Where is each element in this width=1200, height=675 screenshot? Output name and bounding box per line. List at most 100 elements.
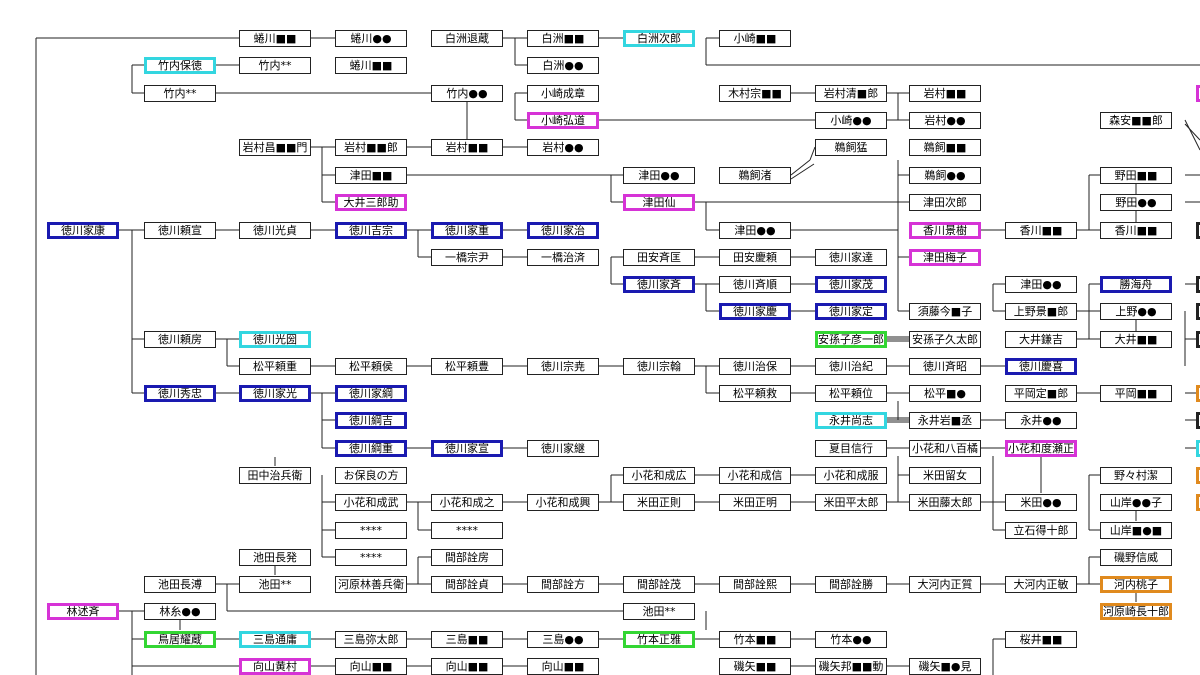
person-node: 津田●● (623, 166, 695, 184)
person-node: 間部詮茂 (623, 575, 695, 593)
person-node: 徳川家茂 (815, 275, 887, 293)
person-node: 徳川家達 (815, 248, 887, 266)
person-node: 徳川吉宗 (335, 221, 407, 239)
person-node: 徳川斉順 (719, 275, 791, 293)
person-node: 間部詮貞 (431, 575, 503, 593)
person-node: 香川■■ (1100, 221, 1172, 239)
offscreen-node-edge (1196, 384, 1200, 402)
person-node: 蜷川■■ (335, 56, 407, 74)
person-node: 津田梅子 (909, 248, 981, 266)
person-node: 松平頼豊 (431, 357, 503, 375)
person-node: 岩村清■郎 (815, 84, 887, 102)
person-node: 鵜飼■■ (909, 138, 981, 156)
person-node: 河原崎長十郎 (1100, 602, 1172, 620)
person-node: 小崎■■ (719, 29, 791, 47)
person-node: 林述斉 (47, 602, 119, 620)
offscreen-node-edge (1196, 411, 1200, 429)
person-node: 一橋宗尹 (431, 248, 503, 266)
person-node: 徳川宗尭 (527, 357, 599, 375)
person-node: 徳川秀忠 (144, 384, 216, 402)
connector-line (809, 146, 816, 161)
person-node: 勝海舟 (1100, 275, 1172, 293)
person-node: 上野景■郎 (1005, 302, 1077, 320)
person-node: 大河内正敏 (1005, 575, 1077, 593)
person-node: 徳川家光 (239, 384, 311, 402)
person-node: 山岸●●子 (1100, 493, 1172, 511)
person-node: 三島●● (527, 630, 599, 648)
person-node: 一橋治済 (527, 248, 599, 266)
person-node: 津田仙 (623, 193, 695, 211)
person-node: 松平頼位 (815, 384, 887, 402)
person-node: 岩村■■ (909, 84, 981, 102)
connector-line (1184, 119, 1200, 151)
person-node: 三島弥太郎 (335, 630, 407, 648)
person-node: 徳川治保 (719, 357, 791, 375)
person-node: 岩村■■郎 (335, 138, 407, 156)
person-node: 池田長発 (239, 548, 311, 566)
person-node: 津田●● (719, 221, 791, 239)
person-node: 米田平太郎 (815, 493, 887, 511)
person-node: 木村宗■■ (719, 84, 791, 102)
person-node: 向山■■ (527, 657, 599, 675)
person-node: 竹本正雅 (623, 630, 695, 648)
person-node: 永井岩■丞 (909, 411, 981, 429)
person-node: 小花和成武 (335, 493, 407, 511)
person-node: 林糸●● (144, 602, 216, 620)
person-node: 徳川治紀 (815, 357, 887, 375)
person-node: 河原林善兵衛 (335, 575, 407, 593)
offscreen-node-edge (1196, 302, 1200, 320)
person-node: 小花和度瀬正 (1005, 439, 1077, 457)
person-node: 徳川頼房 (144, 330, 216, 348)
person-node: 小花和成信 (719, 466, 791, 484)
person-node: 磯矢■■ (719, 657, 791, 675)
person-node: 徳川家重 (431, 221, 503, 239)
offscreen-node-edge (1196, 466, 1200, 484)
person-node: 三島■■ (431, 630, 503, 648)
person-node: 永井尚志 (815, 411, 887, 429)
person-node: 香川景樹 (909, 221, 981, 239)
person-node: 津田●● (1005, 275, 1077, 293)
person-node: 白洲次郎 (623, 29, 695, 47)
person-node: 竹本■■ (719, 630, 791, 648)
connector-line (790, 163, 815, 180)
person-node: 磯矢邦■■動 (815, 657, 887, 675)
person-node: 徳川家定 (815, 302, 887, 320)
person-node: 野田●● (1100, 193, 1172, 211)
offscreen-node-edge (1196, 439, 1200, 457)
person-node: 間部詮房 (431, 548, 503, 566)
person-node: 三島通庸 (239, 630, 311, 648)
person-node: 間部詮方 (527, 575, 599, 593)
person-node: 永井●● (1005, 411, 1077, 429)
person-node: 徳川綱重 (335, 439, 407, 457)
person-node: 徳川家宣 (431, 439, 503, 457)
person-node: 徳川家慶 (719, 302, 791, 320)
person-node: 徳川家治 (527, 221, 599, 239)
person-node: 平岡定■郎 (1005, 384, 1077, 402)
person-node: 徳川家斉 (623, 275, 695, 293)
person-node: 徳川家綱 (335, 384, 407, 402)
person-node: 田安斉匡 (623, 248, 695, 266)
person-node: 小花和成広 (623, 466, 695, 484)
person-node: 安孫子久太郎 (909, 330, 981, 348)
person-node: 小崎成章 (527, 84, 599, 102)
person-node: お保良の方 (335, 466, 407, 484)
person-node: 香川■■ (1005, 221, 1077, 239)
person-node: 小花和八百橘 (909, 439, 981, 457)
person-node: 竹内保徳 (144, 56, 216, 74)
offscreen-node-edge (1196, 330, 1200, 348)
person-node: 米田●● (1005, 493, 1077, 511)
person-node: 田安慶頼 (719, 248, 791, 266)
person-node: 大井■■ (1100, 330, 1172, 348)
person-node: **** (431, 521, 503, 539)
person-node: 松平頼侯 (335, 357, 407, 375)
person-node: 松平■● (909, 384, 981, 402)
person-node: 小花和成興 (527, 493, 599, 511)
person-node: 蜷川■■ (239, 29, 311, 47)
person-node: 鵜飼渚 (719, 166, 791, 184)
offscreen-node-edge (1196, 221, 1200, 239)
person-node: 安孫子彦一郎 (815, 330, 887, 348)
person-node: 岩村●● (527, 138, 599, 156)
person-node: 米田留女 (909, 466, 981, 484)
